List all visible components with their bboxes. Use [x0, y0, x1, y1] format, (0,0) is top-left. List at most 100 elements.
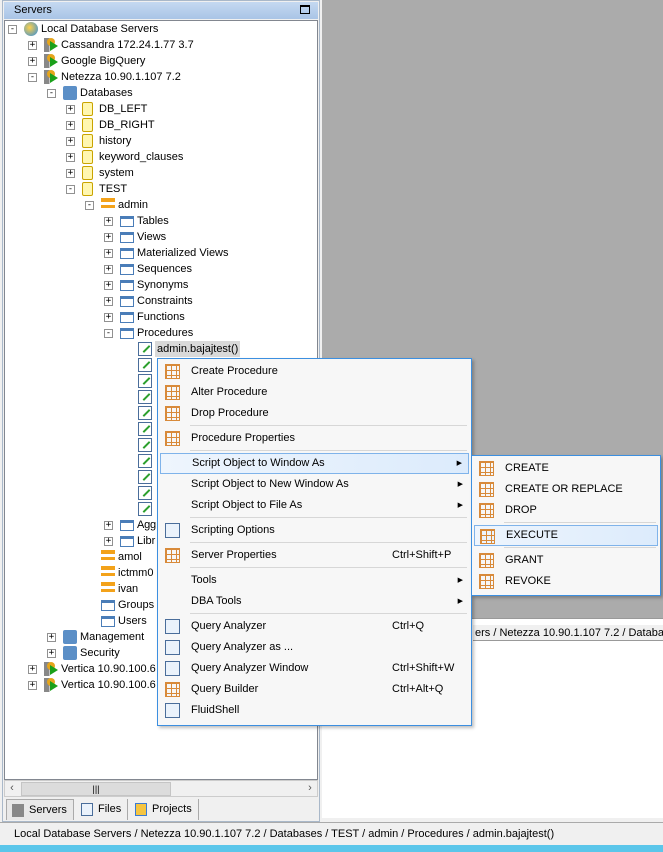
tree-item[interactable]: +keyword_clauses	[5, 149, 317, 165]
tab-projects[interactable]: Projects	[130, 799, 199, 820]
expand-icon[interactable]: +	[104, 296, 113, 306]
tree-item[interactable]: - Netezza 10.90.1.107 7.2	[5, 69, 317, 85]
tree-item-label: Netezza 10.90.1.107 7.2	[61, 71, 181, 83]
tree-item[interactable]: +Agg	[5, 517, 317, 533]
tree-item[interactable]: -Procedures	[5, 325, 317, 341]
restore-icon[interactable]	[300, 5, 310, 14]
menu-item-script-object-to-window-as[interactable]: Script Object to Window As▶	[160, 453, 469, 474]
expand-icon[interactable]: +	[104, 280, 113, 290]
expand-icon[interactable]: +	[47, 632, 56, 642]
expand-icon[interactable]: +	[66, 168, 75, 178]
expand-icon[interactable]: +	[104, 312, 113, 322]
tree-item[interactable]: +DB_LEFT	[5, 101, 317, 117]
tree-item[interactable]: +Google BigQuery	[5, 53, 317, 69]
collapse-icon[interactable]: -	[85, 200, 94, 210]
expand-icon[interactable]: +	[104, 536, 113, 546]
menu-item-drop-procedure[interactable]: Drop Procedure	[160, 403, 469, 424]
menu-item-create[interactable]: CREATE	[474, 458, 658, 479]
expand-icon[interactable]: +	[104, 264, 113, 274]
tree-item-label: Synonyms	[137, 279, 189, 291]
tree-item[interactable]	[5, 485, 317, 501]
expand-icon[interactable]: +	[104, 232, 113, 242]
menu-item-query-analyzer-as[interactable]: Query Analyzer as ...	[160, 637, 469, 658]
expand-icon[interactable]: +	[47, 648, 56, 658]
menu-item-execute[interactable]: EXECUTE	[474, 525, 658, 546]
tab-files[interactable]: Files	[76, 799, 129, 820]
expand-icon[interactable]: +	[28, 680, 37, 690]
horizontal-scrollbar[interactable]: ‹ ||| ›	[4, 780, 318, 797]
tree-item[interactable]: +Tables	[5, 213, 317, 229]
collapse-icon[interactable]: -	[28, 72, 37, 82]
menu-item-create-or-replace[interactable]: CREATE OR REPLACE	[474, 479, 658, 500]
menu-item-dba-tools[interactable]: DBA Tools▶	[160, 591, 469, 612]
tree-item[interactable]	[5, 501, 317, 517]
tree-item[interactable]: +Materialized Views	[5, 245, 317, 261]
expand-icon[interactable]: +	[66, 120, 75, 130]
tree-item[interactable]	[5, 469, 317, 485]
collapse-icon[interactable]: -	[47, 88, 56, 98]
expand-icon[interactable]: +	[28, 56, 37, 66]
expand-icon[interactable]: +	[28, 664, 37, 674]
tree-item[interactable]: Users	[5, 613, 317, 629]
expand-icon[interactable]: +	[104, 216, 113, 226]
tree-item[interactable]: +system	[5, 165, 317, 181]
tree-item[interactable]: ivan	[5, 581, 317, 597]
tree-item[interactable]: +Functions	[5, 309, 317, 325]
tree-item[interactable]: +Libr	[5, 533, 317, 549]
tree-item[interactable]: amol	[5, 549, 317, 565]
scroll-right-icon[interactable]: ›	[308, 782, 312, 794]
tree-item[interactable]: ictmm0	[5, 565, 317, 581]
menu-item-grant[interactable]: GRANT	[474, 550, 658, 571]
tree-item[interactable]: admin.bajajtest()	[5, 341, 317, 357]
tree-item[interactable]	[5, 405, 317, 421]
tree-item[interactable]: +Management	[5, 629, 317, 645]
collapse-icon[interactable]: -	[104, 328, 113, 338]
tree-item[interactable]: + Synonyms	[5, 277, 317, 293]
menu-item-tools[interactable]: Tools▶	[160, 570, 469, 591]
tree-item[interactable]: +Vertica 10.90.100.6	[5, 661, 317, 677]
tree-item[interactable]	[5, 389, 317, 405]
expand-icon[interactable]: +	[66, 152, 75, 162]
scroll-thumb[interactable]: |||	[21, 782, 171, 796]
tree-item[interactable]	[5, 373, 317, 389]
tree-item[interactable]	[5, 453, 317, 469]
tab-servers[interactable]: Servers	[6, 799, 74, 820]
menu-item-procedure-properties[interactable]: Procedure Properties	[160, 428, 469, 449]
collapse-icon[interactable]: -	[8, 24, 17, 34]
menu-item-drop[interactable]: DROP	[474, 500, 658, 521]
menu-item-create-procedure[interactable]: Create Procedure	[160, 361, 469, 382]
menu-item-scripting-options[interactable]: Scripting Options	[160, 520, 469, 541]
scroll-left-icon[interactable]: ‹	[10, 782, 14, 794]
tree-item[interactable]: +Security	[5, 645, 317, 661]
menu-item-script-object-to-new-window-as[interactable]: Script Object to New Window As▶	[160, 474, 469, 495]
tree-item[interactable]	[5, 357, 317, 373]
tree-item[interactable]: +Sequences	[5, 261, 317, 277]
collapse-icon[interactable]: -	[66, 184, 75, 194]
menu-item-alter-procedure[interactable]: Alter Procedure	[160, 382, 469, 403]
menu-item-script-object-to-file-as[interactable]: Script Object to File As▶	[160, 495, 469, 516]
tree-item[interactable]	[5, 437, 317, 453]
expand-icon[interactable]: +	[66, 136, 75, 146]
tree-item[interactable]: Groups	[5, 597, 317, 613]
tree-item[interactable]: -Local Database Servers	[5, 21, 317, 37]
tree-item[interactable]: +Constraints	[5, 293, 317, 309]
tree-item[interactable]: +Views	[5, 229, 317, 245]
expand-icon[interactable]: +	[104, 520, 113, 530]
expand-icon[interactable]: +	[66, 104, 75, 114]
tree-item[interactable]: +Cassandra 172.24.1.77 3.7	[5, 37, 317, 53]
tree-item[interactable]: +Vertica 10.90.100.6	[5, 677, 317, 693]
tree-item[interactable]: +history	[5, 133, 317, 149]
tree-item[interactable]: -admin	[5, 197, 317, 213]
expand-icon[interactable]: +	[28, 40, 37, 50]
expand-icon[interactable]: +	[104, 248, 113, 258]
menu-item-fluidshell[interactable]: FluidShell	[160, 700, 469, 721]
tree-item[interactable]: -Databases	[5, 85, 317, 101]
tree-item[interactable]: -TEST	[5, 181, 317, 197]
tree-item[interactable]: +DB_RIGHT	[5, 117, 317, 133]
tree-item[interactable]	[5, 421, 317, 437]
menu-item-revoke[interactable]: REVOKE	[474, 571, 658, 592]
